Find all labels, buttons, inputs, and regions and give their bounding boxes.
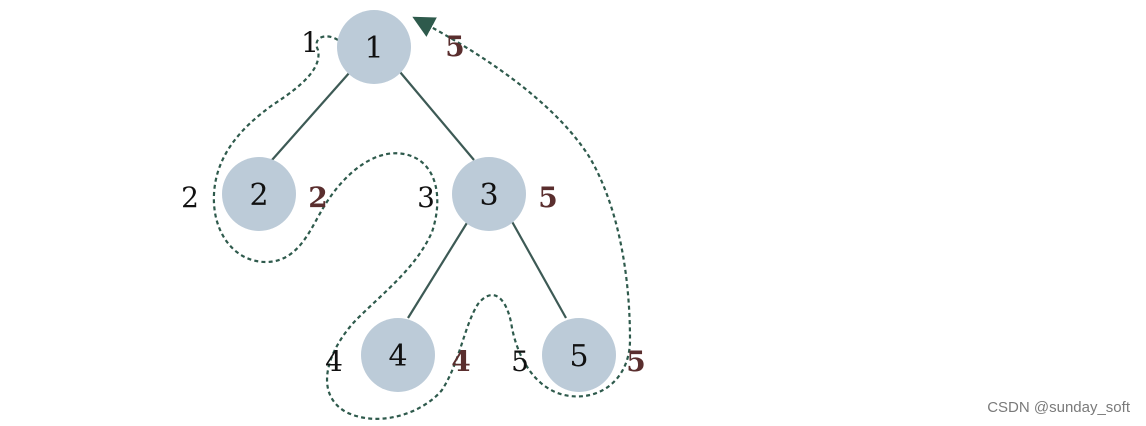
node-2: 2 (222, 157, 296, 231)
node-5: 5 (542, 318, 616, 392)
node-1-enter-label: 1 (301, 26, 319, 59)
exit-labels: 5 2 5 4 5 (308, 30, 645, 378)
node-5-enter-label: 5 (511, 345, 529, 378)
node-5-label: 5 (569, 339, 588, 374)
node-5-exit-label: 5 (626, 345, 645, 378)
edge-1-2 (271, 71, 351, 161)
edge-3-4 (407, 217, 471, 319)
enter-labels: 1 2 3 4 5 (181, 26, 529, 378)
node-4: 4 (361, 318, 435, 392)
node-4-label: 4 (388, 339, 407, 374)
node-3-label: 3 (479, 178, 498, 213)
node-2-circle (222, 157, 296, 231)
node-2-exit-label: 2 (308, 181, 327, 214)
edges (271, 71, 567, 319)
node-5-circle (542, 318, 616, 392)
node-4-enter-label: 4 (325, 345, 343, 378)
node-3-enter-label: 3 (417, 181, 435, 214)
node-3: 3 (452, 157, 526, 231)
node-4-exit-label: 4 (451, 345, 470, 378)
nodes: 1 2 3 4 5 (222, 10, 616, 392)
node-1-circle (337, 10, 411, 84)
watermark: CSDN @sunday_soft (987, 399, 1130, 416)
edge-1-3 (399, 71, 475, 161)
node-2-label: 2 (249, 178, 268, 213)
traversal-path (212, 16, 632, 420)
node-1-label: 1 (364, 31, 383, 66)
node-3-exit-label: 5 (538, 181, 557, 214)
node-1: 1 (337, 10, 411, 84)
edge-3-5 (509, 217, 567, 319)
node-3-circle (452, 157, 526, 231)
node-1-exit-label: 5 (445, 30, 464, 63)
node-4-circle (361, 318, 435, 392)
node-2-enter-label: 2 (181, 181, 199, 214)
